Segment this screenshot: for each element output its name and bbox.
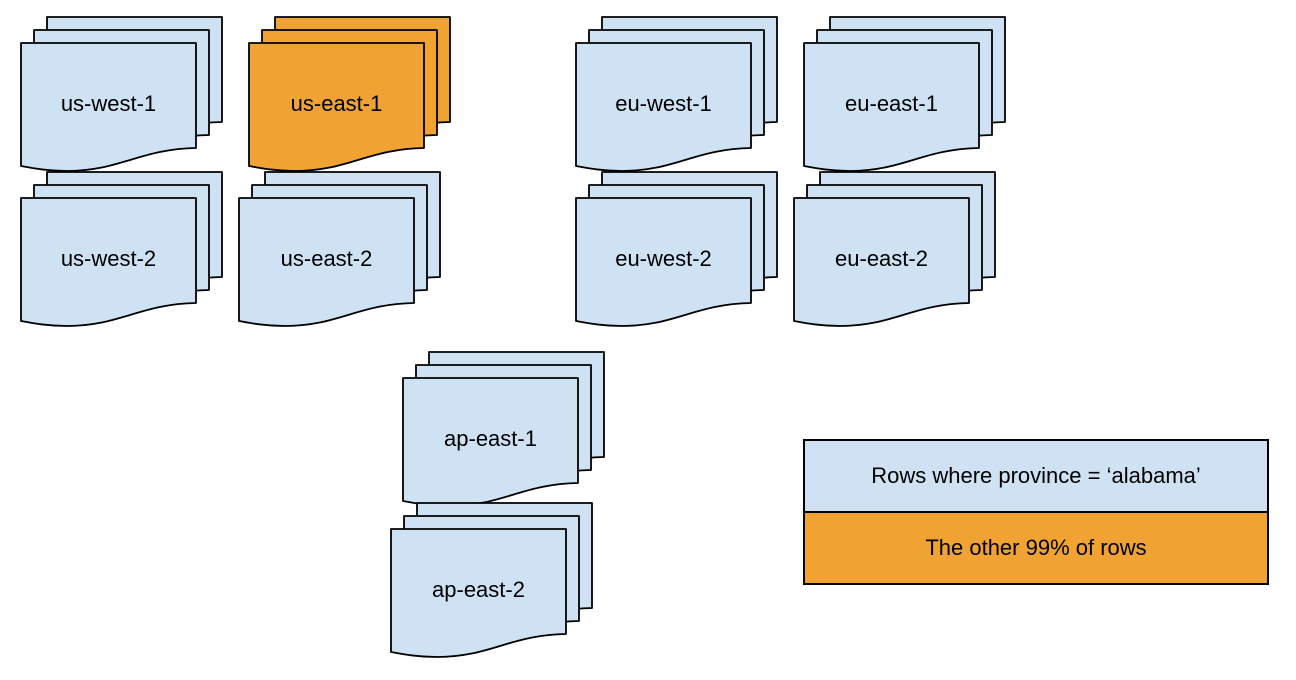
document-stack-graphic <box>390 502 593 658</box>
document-page-front <box>402 377 579 507</box>
document-page-front <box>793 197 970 327</box>
region-stack-eu-east-2: eu-east-2 <box>793 171 996 327</box>
region-stack-us-west-2: us-west-2 <box>20 171 223 327</box>
document-page-front <box>803 42 980 172</box>
region-stack-eu-east-1: eu-east-1 <box>803 16 1006 172</box>
document-stack-graphic <box>793 171 996 327</box>
legend-row-label: The other 99% of rows <box>925 535 1147 560</box>
region-stack-ap-east-1: ap-east-1 <box>402 351 605 507</box>
document-page-front <box>238 197 415 327</box>
legend-row-other: The other 99% of rows <box>805 511 1267 583</box>
document-page-front <box>575 42 752 172</box>
document-page-front <box>20 42 197 172</box>
region-stack-eu-west-1: eu-west-1 <box>575 16 778 172</box>
document-stack-graphic <box>248 16 451 172</box>
document-stack-graphic <box>402 351 605 507</box>
document-page-front <box>575 197 752 327</box>
document-page-front <box>20 197 197 327</box>
document-stack-graphic <box>803 16 1006 172</box>
document-stack-graphic <box>575 16 778 172</box>
document-stack-graphic <box>20 171 223 327</box>
region-stack-us-west-1: us-west-1 <box>20 16 223 172</box>
document-page-front <box>248 42 425 172</box>
document-page-front <box>390 528 567 658</box>
region-stack-us-east-2: us-east-2 <box>238 171 441 327</box>
legend-row-alabama: Rows where province = ‘alabama’ <box>805 441 1267 511</box>
document-stack-graphic <box>20 16 223 172</box>
legend: Rows where province = ‘alabama’ The othe… <box>803 439 1269 585</box>
region-stack-eu-west-2: eu-west-2 <box>575 171 778 327</box>
region-stack-ap-east-2: ap-east-2 <box>390 502 593 658</box>
legend-row-label: Rows where province = ‘alabama’ <box>871 463 1201 488</box>
region-stack-us-east-1: us-east-1 <box>248 16 451 172</box>
document-stack-graphic <box>575 171 778 327</box>
document-stack-graphic <box>238 171 441 327</box>
